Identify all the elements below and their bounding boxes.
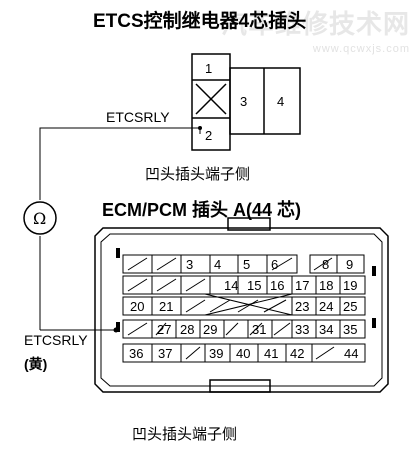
ecm-pin-20: 20 bbox=[130, 299, 144, 314]
ecm-pin-27: 27 bbox=[157, 322, 171, 337]
ecm-wire-color: (黄) bbox=[24, 356, 48, 372]
relay-empty-cavity-x-mark bbox=[195, 83, 227, 115]
ecm-pin-36: 36 bbox=[129, 346, 143, 361]
ecm-pin-6: 6 bbox=[271, 257, 278, 272]
ecm-pin-44: 44 bbox=[344, 346, 358, 361]
watermark-url: www.qcwxjs.com bbox=[312, 43, 410, 55]
relay-pin-1: 1 bbox=[205, 61, 212, 76]
ohm-symbol: Ω bbox=[33, 209, 46, 228]
ecm-pin-42: 42 bbox=[290, 346, 304, 361]
relay-connector-caption: 凹头插头端子侧 bbox=[145, 165, 251, 183]
ecm-pin-35: 35 bbox=[343, 322, 357, 337]
ecm-latch-right-top bbox=[372, 266, 376, 276]
ecm-pin-5: 5 bbox=[243, 257, 250, 272]
ecm-pin-21: 21 bbox=[159, 299, 173, 314]
relay-probe-dot bbox=[198, 126, 202, 130]
relay-connector-title: ETCS控制继电器4芯插头 bbox=[93, 11, 307, 32]
ecm-pin-numbers: 3 4 5 6 8 9 14 15 16 17 18 19 20 21 23 2… bbox=[129, 257, 358, 361]
test-lead-wire bbox=[39, 127, 201, 331]
ecm-pin-17: 17 bbox=[295, 278, 309, 293]
ecm-pin-40: 40 bbox=[236, 346, 250, 361]
ecm-pin-41: 41 bbox=[264, 346, 278, 361]
ecm-pin-8: 8 bbox=[322, 257, 329, 272]
relay-pin-3: 3 bbox=[240, 94, 247, 109]
ecm-pin-19: 19 bbox=[343, 278, 357, 293]
ecm-pin-16: 16 bbox=[270, 278, 284, 293]
ecm-wire-label: ETCSRLY bbox=[24, 332, 88, 348]
ecm-pin-34: 34 bbox=[319, 322, 333, 337]
ecm-pin-4: 4 bbox=[214, 257, 221, 272]
ohmmeter-symbol: Ω bbox=[23, 201, 57, 235]
ecm-pin-23: 23 bbox=[295, 299, 309, 314]
watermark: 汽车维修技术网 www.qcwxjs.com bbox=[221, 4, 410, 55]
ecm-pin-39: 39 bbox=[209, 346, 223, 361]
ecm-pin-29: 29 bbox=[203, 322, 217, 337]
ecm-pin-14: 14 bbox=[224, 278, 238, 293]
ecm-connector-outline bbox=[94, 217, 389, 393]
watermark-text: 汽车维修技术网 bbox=[220, 9, 410, 39]
ecm-pin-24: 24 bbox=[319, 299, 333, 314]
relay-connector-right-body bbox=[229, 67, 301, 135]
ecm-pin-18: 18 bbox=[319, 278, 333, 293]
relay-wire-label: ETCSRLY bbox=[106, 109, 170, 125]
ecm-pin-31: 31 bbox=[252, 322, 266, 337]
relay-pin-2: 2 bbox=[205, 128, 212, 143]
ecm-pin-37: 37 bbox=[158, 346, 172, 361]
ecm-latch-left-bottom bbox=[116, 322, 120, 332]
ecm-pin-25: 25 bbox=[343, 299, 357, 314]
ecm-pin-28: 28 bbox=[180, 322, 194, 337]
relay-connector bbox=[191, 53, 301, 151]
ecm-pin-33: 33 bbox=[295, 322, 309, 337]
ecm-pin-grid bbox=[122, 254, 366, 363]
ecm-connector-title: ECM/PCM 插头 A(44 芯) bbox=[102, 200, 302, 220]
ecm-pin-9: 9 bbox=[346, 257, 353, 272]
ecm-latch-right-bottom bbox=[372, 318, 376, 328]
relay-pin-4: 4 bbox=[277, 94, 284, 109]
ecm-connector-caption: 凹头插头端子侧 bbox=[132, 425, 238, 443]
ecm-pin-3: 3 bbox=[186, 257, 193, 272]
ecm-latch-left-top bbox=[116, 248, 120, 258]
ecm-pin-15: 15 bbox=[247, 278, 261, 293]
